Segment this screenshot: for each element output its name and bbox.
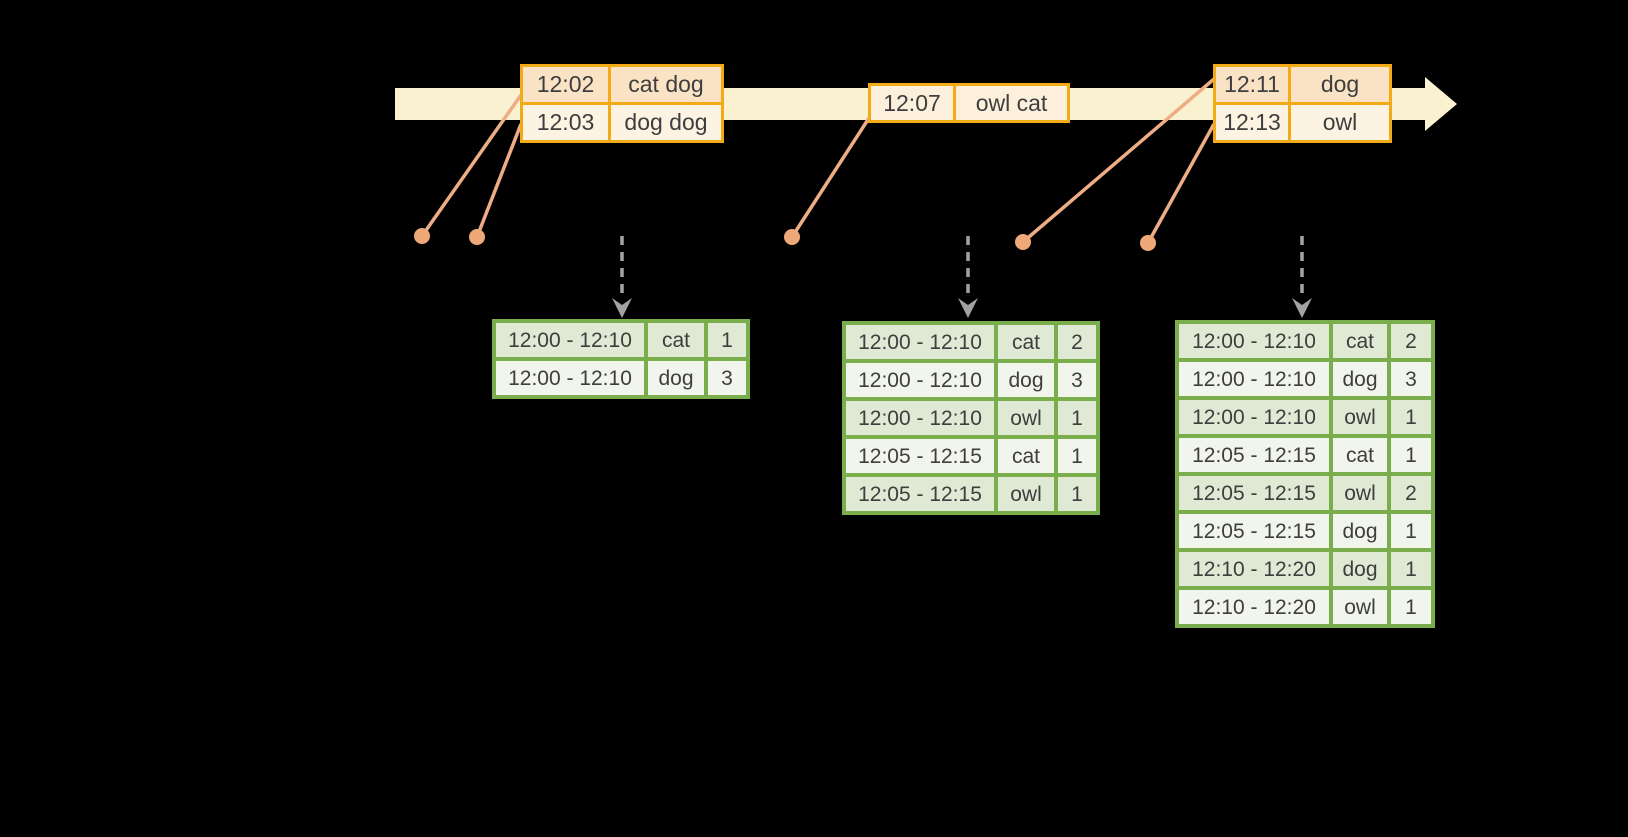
result-cell: 12:00 - 12:10: [1179, 324, 1329, 358]
result-cell: 12:00 - 12:10: [1179, 400, 1329, 434]
event-connector-line: [475, 123, 523, 238]
trigger-arrowhead-icon: [612, 298, 632, 318]
event-connector-line: [1146, 123, 1216, 244]
event-dot-icon: [1140, 235, 1156, 251]
trigger-arrowhead-icon: [958, 298, 978, 318]
result-cell: 12:05 - 12:15: [1179, 514, 1329, 548]
result-cell: cat: [998, 325, 1054, 359]
event-cell: dog dog: [611, 105, 721, 140]
result-cell: 12:00 - 12:10: [846, 325, 994, 359]
result-cell: dog: [1333, 552, 1387, 586]
result-cell: 12:10 - 12:20: [1179, 552, 1329, 586]
event-cell: 12:02: [523, 67, 608, 102]
result-cell: 12:00 - 12:10: [1179, 362, 1329, 396]
result-cell: cat: [1333, 324, 1387, 358]
event-cell: owl: [1291, 105, 1389, 140]
result-cell: 2: [1058, 325, 1096, 359]
result-cell: 1: [1391, 400, 1431, 434]
result-cell: 12:00 - 12:10: [846, 401, 994, 435]
result-cell: 12:00 - 12:10: [846, 363, 994, 397]
result-cell: dog: [998, 363, 1054, 397]
event-cell: owl cat: [956, 86, 1067, 120]
event-cell: 12:11: [1216, 67, 1288, 102]
event-connector-line: [790, 117, 871, 238]
result-cell: 2: [1391, 324, 1431, 358]
result-cell: 3: [708, 361, 746, 395]
event-connector-line: [420, 93, 523, 238]
result-cell: cat: [648, 323, 704, 357]
result-cell: 1: [1058, 439, 1096, 473]
result-cell: cat: [1333, 438, 1387, 472]
event-cell: dog: [1291, 67, 1389, 102]
result-cell: owl: [1333, 590, 1387, 624]
result-cell: 12:00 - 12:10: [496, 323, 644, 357]
result-cell: 1: [1058, 477, 1096, 511]
trigger-arrowhead-icon: [1292, 298, 1312, 318]
result-cell: 1: [708, 323, 746, 357]
event-cell: 12:03: [523, 105, 608, 140]
event-dot-icon: [414, 228, 430, 244]
event-cell: cat dog: [611, 67, 721, 102]
result-cell: 3: [1058, 363, 1096, 397]
result-cell: owl: [1333, 400, 1387, 434]
result-cell: owl: [998, 401, 1054, 435]
event-cell: 12:13: [1216, 105, 1288, 140]
event-cell: 12:07: [871, 86, 953, 120]
event-dot-icon: [469, 229, 485, 245]
result-cell: 1: [1391, 590, 1431, 624]
result-cell: dog: [1333, 514, 1387, 548]
result-cell: 1: [1391, 438, 1431, 472]
result-cell: 1: [1058, 401, 1096, 435]
result-cell: cat: [998, 439, 1054, 473]
result-cell: 2: [1391, 476, 1431, 510]
trigger-arrow: [958, 236, 978, 318]
result-cell: 12:10 - 12:20: [1179, 590, 1329, 624]
trigger-arrow: [1292, 236, 1312, 318]
result-cell: 12:00 - 12:10: [496, 361, 644, 395]
event-connector-line: [1021, 77, 1216, 244]
result-cell: owl: [1333, 476, 1387, 510]
result-cell: 12:05 - 12:15: [846, 439, 994, 473]
event-dot-icon: [784, 229, 800, 245]
result-cell: 3: [1391, 362, 1431, 396]
result-cell: dog: [1333, 362, 1387, 396]
result-cell: owl: [998, 477, 1054, 511]
result-cell: 1: [1391, 552, 1431, 586]
result-cell: 12:05 - 12:15: [1179, 476, 1329, 510]
result-cell: 12:05 - 12:15: [846, 477, 994, 511]
result-cell: 1: [1391, 514, 1431, 548]
event-dot-icon: [1015, 234, 1031, 250]
trigger-arrow: [612, 236, 632, 318]
result-cell: dog: [648, 361, 704, 395]
result-cell: 12:05 - 12:15: [1179, 438, 1329, 472]
